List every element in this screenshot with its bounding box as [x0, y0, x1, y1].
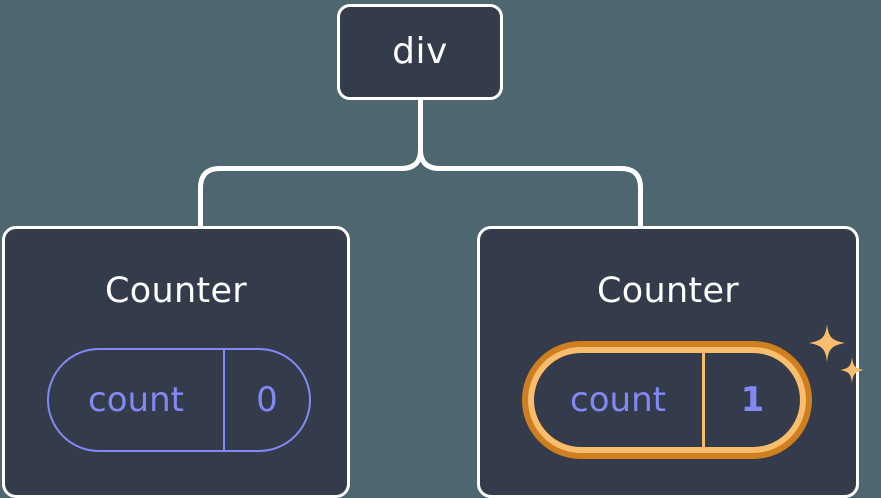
- state-pill-right-highlight-ring: count 1: [522, 341, 812, 459]
- node-counter-left-title: Counter: [105, 271, 247, 311]
- sparkle-small-icon: [840, 357, 864, 383]
- node-root-div[interactable]: div: [337, 4, 503, 100]
- state-pill-left-value: 0: [223, 350, 309, 450]
- node-counter-left[interactable]: Counter count 0: [2, 226, 350, 498]
- node-root-label: div: [392, 31, 448, 72]
- connector-branch-left: [198, 97, 423, 231]
- sparkle-large-icon: [809, 324, 845, 362]
- state-pill-right-key: count: [570, 380, 666, 420]
- node-counter-right[interactable]: Counter count 1: [477, 226, 864, 498]
- state-pill-left[interactable]: count 0: [47, 348, 311, 452]
- sparkle-group: [809, 324, 864, 383]
- connector-branch-right: [418, 97, 643, 231]
- state-pill-right-value: 1: [702, 353, 800, 447]
- state-pill-right[interactable]: count 1: [522, 341, 812, 459]
- node-counter-right-title: Counter: [597, 271, 739, 311]
- state-pill-right-body: count 1: [528, 347, 806, 453]
- state-pill-left-body: count 0: [47, 348, 311, 452]
- state-pill-left-key: count: [88, 380, 184, 420]
